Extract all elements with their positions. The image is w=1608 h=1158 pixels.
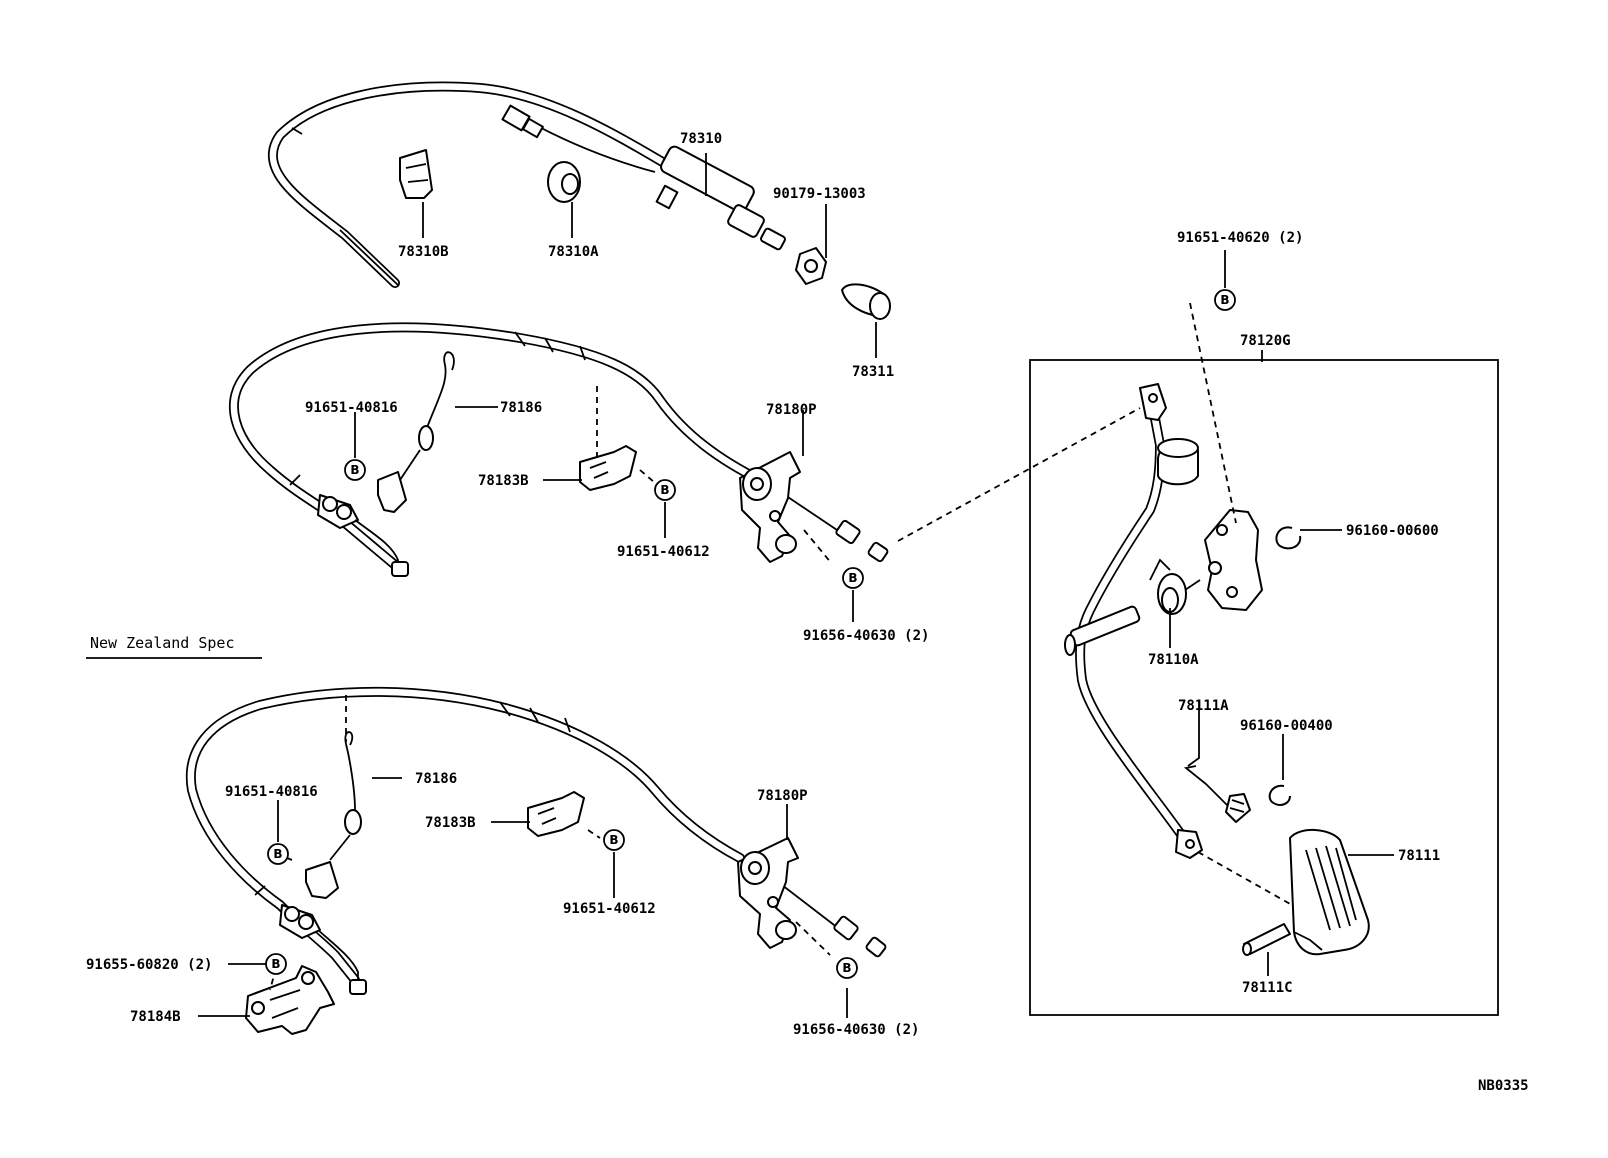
e-ring-96160-00400 [1268,784,1291,806]
bolt-b-mid-left: B [344,459,366,481]
spring-78111A [1183,765,1251,823]
label-91656-40630-top: 91656-40630 (2) [803,628,929,644]
bolt-letter: B [271,957,280,971]
bolt-b-bot-left: B [267,843,289,865]
diagram-code: NB0335 [1478,1078,1529,1094]
label-91655-60820: 91655-60820 (2) [86,957,212,973]
label-78111C: 78111C [1242,980,1293,996]
pivot-shaft [1064,605,1141,656]
label-78186-bottom: 78186 [415,771,457,787]
bolt-letter: B [273,847,282,861]
label-91651-40612-top: 91651-40612 [617,544,710,560]
label-78184B: 78184B [130,1009,181,1025]
label-91651-40816-top: 91651-40816 [305,400,398,416]
bolt-b-mid-center: B [654,479,676,501]
bolt-letter: B [660,483,669,497]
label-78183B-top: 78183B [478,473,529,489]
label-78180P-top: 78180P [766,402,817,418]
bolt-letter: B [1220,293,1229,307]
pedal-assembly-box [1029,359,1499,1016]
bolt-letter: B [842,961,851,975]
pin-78111C [1242,923,1291,956]
bracket-78180P-top [739,451,801,563]
part-labels: 78310 90179-13003 78310B 78310A 78311 91… [86,131,1440,1038]
label-78311: 78311 [852,364,894,380]
return-spring-78110A [1149,558,1201,615]
bolt-b-mid-right: B [842,567,864,589]
leader-lines [198,153,1394,1018]
accelerator-cable-78310 [268,81,786,288]
label-78310: 78310 [680,131,722,147]
new-zealand-spec-note: New Zealand Spec [90,634,235,652]
bolt-letter: B [609,833,618,847]
label-78110A: 78110A [1148,652,1199,668]
spring-78186-top [377,351,455,513]
label-78120G: 78120G [1240,333,1291,349]
pedal-pad-78111 [1289,829,1370,956]
bolt-letter: B [350,463,359,477]
cap-78311 [841,283,891,320]
label-90179-13003: 90179-13003 [773,186,866,202]
label-78310A: 78310A [548,244,599,260]
accelerator-cable-nz [185,686,887,995]
label-91651-40612-bottom: 91651-40612 [563,901,656,917]
pedal-bracket [1204,509,1263,611]
label-78310B: 78310B [398,244,449,260]
bolt-b-bot-center: B [603,829,625,851]
label-78180P-bottom: 78180P [757,788,808,804]
bracket-78183B-top [579,445,637,491]
bolt-b-bot-far-left: B [265,953,287,975]
bracket-78184B [245,965,335,1035]
label-78111A: 78111A [1178,698,1229,714]
pedal-lever [1075,383,1203,859]
bolt-b-bot-right: B [836,957,858,979]
accelerator-cable-mid [229,322,889,577]
label-96160-00600: 96160-00600 [1346,523,1439,539]
nut-90179-13003 [795,247,827,285]
bolt-letter: B [848,571,857,585]
dashed-guides [269,302,1293,991]
e-ring-96160-00600 [1275,526,1302,550]
label-96160-00400: 96160-00400 [1240,718,1333,734]
label-78183B-bottom: 78183B [425,815,476,831]
label-78111: 78111 [1398,848,1440,864]
bolt-b-top-right: B [1214,289,1236,311]
label-91651-40816-bottom: 91651-40816 [225,784,318,800]
bracket-78183B-bottom [527,791,585,837]
label-78186-top: 78186 [500,400,542,416]
label-91651-40620: 91651-40620 (2) [1177,230,1303,246]
clip-78310B [399,149,433,199]
label-91656-40630-bottom: 91656-40630 (2) [793,1022,919,1038]
grommet-78310A [547,161,581,203]
bracket-78180P-bottom [737,837,799,949]
spring-78186-bottom [305,731,362,899]
